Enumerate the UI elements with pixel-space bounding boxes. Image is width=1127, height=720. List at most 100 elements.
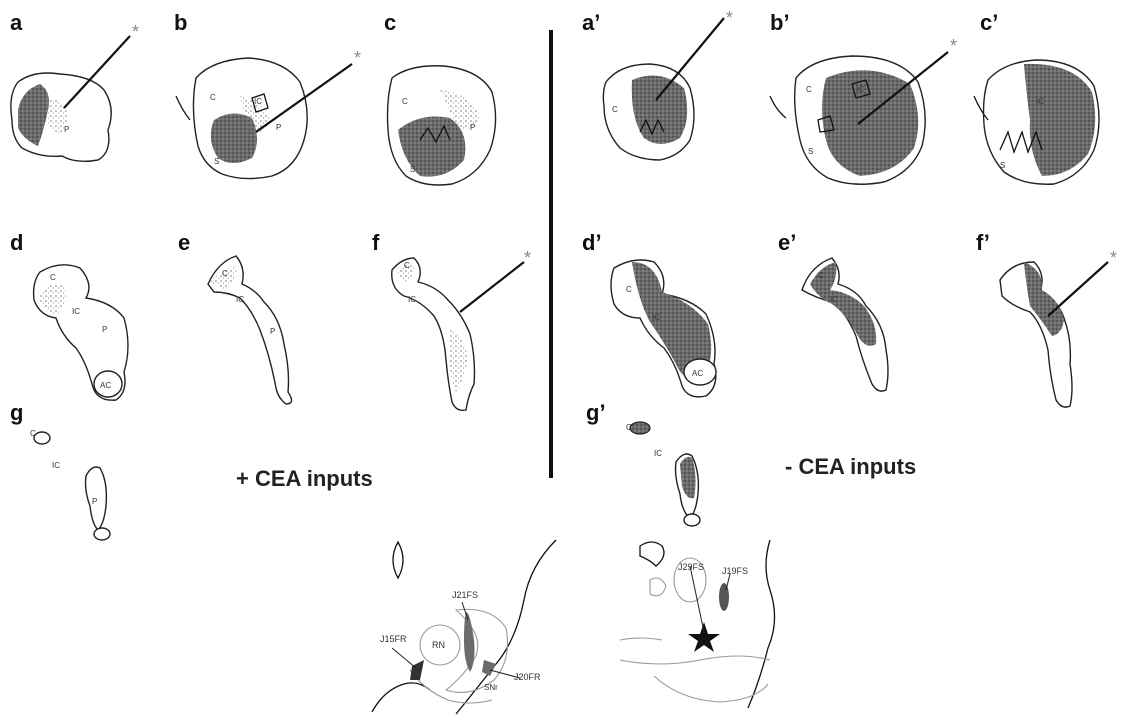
section-outline-tip [94,528,110,540]
injection-label-j21fs: J21FS [452,590,478,600]
region-label-internal-capsule: IC [236,295,244,304]
region-label-anterior-commissure: AC [100,381,111,390]
injection-asterisk: * [354,48,361,68]
region-label-putamen: P [470,123,475,132]
midbrain-nucleus-outline [650,578,666,596]
midbrain-structure [640,542,664,566]
red-nucleus-label: RN [432,640,445,650]
region-label-internal-capsule: IC [1036,97,1044,106]
panel-label-c-prime: c’ [980,10,998,35]
panel-label-b: b [174,10,187,35]
panel-label-a: a [10,10,23,35]
panel-label-e-prime: e’ [778,230,796,255]
midbrain-boundary-lower [372,683,430,712]
midbrain-section-left: RN SNr J15FR J21FS J20FR [372,540,556,714]
section-outline-tip [684,514,700,526]
panel-label-g-prime: g’ [586,400,606,425]
region-label-caudate: C [626,285,632,294]
region-label-caudate: C [50,273,56,282]
panel-d-prime: d’ C IC AC [582,230,716,397]
region-label-caudate: C [210,93,216,102]
panel-b: b C IC P S * [174,10,361,179]
injection-asterisk: * [1110,248,1117,268]
region-label-caudate: C [222,269,228,278]
group-label-left: + CEA inputs [236,466,373,491]
injection-site-j19fs [719,583,729,611]
region-label-internal-capsule: IC [652,313,660,322]
injection-site-j21fs [464,612,475,672]
panel-g-prime: g’ C IC [586,400,700,526]
injection-label-j20fr: J20FR [514,672,541,682]
label-leader-j21fs [462,602,468,620]
caudate-outline [34,432,50,444]
section-edge [770,96,786,118]
panel-e: e C IC P [178,230,292,404]
injection-pointer [460,262,524,312]
region-label-caudate: C [806,85,812,94]
region-label-caudate: C [30,429,36,438]
injection-label-j29fs: J29FS [678,562,704,572]
region-label-internal-capsule: IC [830,295,838,304]
panel-label-g: g [10,400,23,425]
region-label-putamen: P [64,125,69,134]
injection-label-j15fr: J15FR [380,634,407,644]
region-label-caudate: C [626,423,632,432]
region-label-internal-capsule: IC [408,295,416,304]
group-label-right: - CEA inputs [785,454,916,479]
injection-asterisk: * [524,248,531,268]
midbrain-boundary-lower [654,676,768,702]
cerebral-peduncle [620,656,770,664]
region-label-anterior-commissure: AC [692,369,703,378]
region-label-caudate: C [818,271,824,280]
region-label-septum: S [1000,161,1005,170]
panel-c-prime: c’ IC S [974,10,1099,184]
panel-label-f-prime: f’ [976,230,990,255]
injection-label-j19fs: J19FS [722,566,748,576]
region-label-caudate: C [404,261,410,270]
panel-label-d-prime: d’ [582,230,602,255]
label-leader-j29fs [690,566,704,632]
panel-e-prime: e’ C IC [778,230,888,391]
midbrain-boundary [748,540,775,708]
panel-label-f: f [372,230,380,255]
panel-c: c C P S [384,10,496,185]
midbrain-fiber [620,638,662,640]
panel-f-prime: f’ * [976,230,1117,407]
midbrain-structure [393,542,403,578]
section-edge [176,96,190,120]
injection-asterisk: * [132,22,139,42]
region-label-septum: S [214,157,219,166]
label-leader-j15fr [392,648,416,668]
injection-asterisk: * [726,8,733,28]
region-label-internal-capsule: IC [856,85,864,94]
region-label-putamen: P [276,123,281,132]
panel-label-d: d [10,230,23,255]
region-label-septum: S [808,147,813,156]
region-label-internal-capsule: IC [254,97,262,106]
substantia-nigra-outline [446,609,508,692]
panel-a-prime: a’ C * [582,8,733,160]
region-label-caudate: C [402,97,408,106]
panel-a: a P * [10,10,139,161]
injection-pointer [1048,262,1108,316]
substantia-nigra-label: SNr [484,683,498,692]
region-label-septum: S [410,165,415,174]
panel-label-c: c [384,10,396,35]
panel-d: d C IC P AC [10,230,128,400]
injection-site-star [688,622,720,652]
injection-site-j15fr [410,660,424,680]
region-label-internal-capsule: IC [654,449,662,458]
label-leader-j19fs [726,574,730,590]
region-label-internal-capsule: IC [72,307,80,316]
region-label-putamen: P [102,325,107,334]
panel-label-e: e [178,230,190,255]
panel-label-b-prime: b’ [770,10,790,35]
panel-label-a-prime: a’ [582,10,600,35]
region-label-internal-capsule: IC [52,461,60,470]
panel-f: f C IC * [372,230,531,410]
region-label-putamen: P [270,327,275,336]
region-label-putamen: P [92,497,97,506]
injection-asterisk: * [950,36,957,56]
region-label-caudate: C [612,105,618,114]
